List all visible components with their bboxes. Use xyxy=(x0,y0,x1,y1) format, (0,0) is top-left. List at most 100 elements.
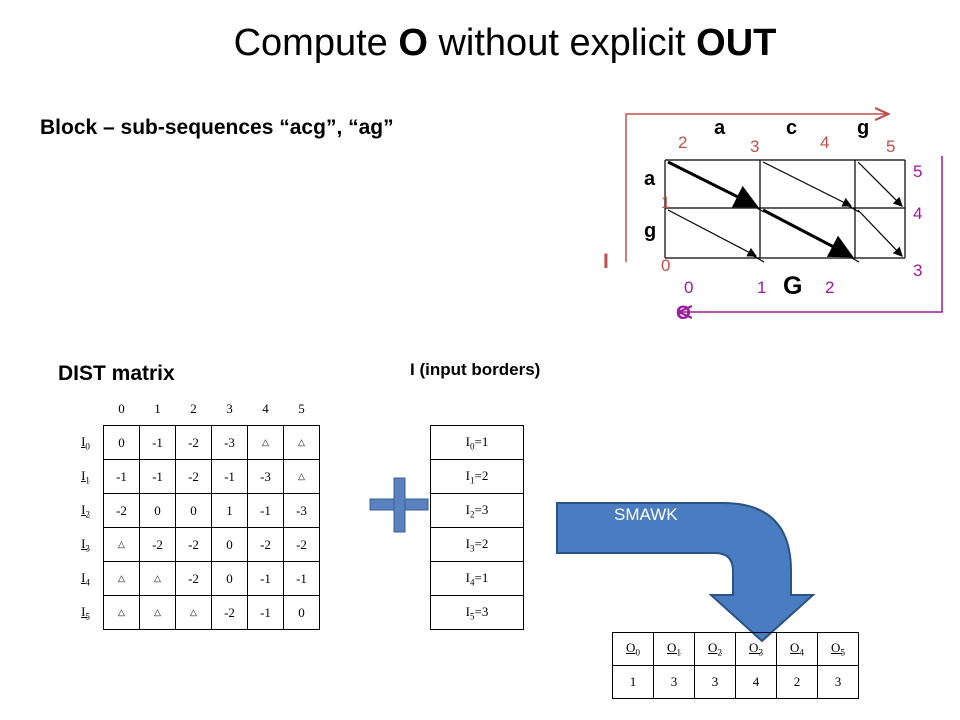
table-cell: △ xyxy=(175,595,212,630)
grid-diagonals xyxy=(667,160,903,258)
table-cell: -3 xyxy=(211,425,248,460)
table-row: I3=2 xyxy=(430,527,524,562)
table-cell: 1 xyxy=(612,665,654,699)
smawk-label: SMAWK xyxy=(614,505,678,524)
table-cell: △ xyxy=(139,595,176,630)
table-cell: 0 xyxy=(211,527,248,562)
column-header: 1 xyxy=(154,400,161,416)
table-row: I2=3 xyxy=(430,493,524,528)
block-subtitle: Block – sub-sequences “acg”, “ag” xyxy=(40,116,394,139)
table-cell: 3 xyxy=(694,665,736,699)
table-cell: △ xyxy=(139,561,176,596)
column-header: O2 xyxy=(694,632,736,666)
plus-icon xyxy=(369,477,429,533)
table-cell: I2=3 xyxy=(430,493,524,528)
column-header: O4 xyxy=(776,632,818,666)
table-cell: 0 xyxy=(103,425,140,460)
table-cell: -2 xyxy=(103,493,140,528)
table-row: I5=3 xyxy=(430,595,524,630)
row-header: I2 xyxy=(81,501,90,520)
table-cell: -1 xyxy=(211,459,248,494)
right-index: 3 xyxy=(913,261,923,280)
column-header: O1 xyxy=(653,632,695,666)
row-header: I5 xyxy=(81,603,90,622)
table-cell: -3 xyxy=(247,459,284,494)
table-row: I2 -2 0 0 1 -1 -3 xyxy=(68,493,320,528)
left-index: 0 xyxy=(661,256,671,275)
table-cell: -1 xyxy=(247,595,284,630)
table-cell: I3=2 xyxy=(430,527,524,562)
column-header: O3 xyxy=(735,632,777,666)
top-index: 3 xyxy=(750,137,760,156)
table-cell: △ xyxy=(103,595,140,630)
row-header: I4 xyxy=(81,569,90,588)
output-table: O0 O1 O2 O3 O4 O5 1 3 3 4 2 3 xyxy=(612,632,859,699)
column-header: O0 xyxy=(612,632,654,666)
table-row: I1 -1 -1 -2 -1 -3 △ xyxy=(68,459,320,494)
table-cell: -2 xyxy=(175,425,212,460)
table-cell: 4 xyxy=(735,665,777,699)
input-borders-title: I (input borders) xyxy=(410,360,541,379)
table-row: 0 1 2 3 4 5 xyxy=(68,392,320,426)
column-header: 4 xyxy=(262,400,269,416)
output-border-arrow xyxy=(680,156,943,312)
table-cell: -1 xyxy=(247,493,284,528)
column-header: O5 xyxy=(817,632,859,666)
bottom-index: 1 xyxy=(757,278,767,297)
left-letter-g: g xyxy=(644,220,657,242)
table-cell: -2 xyxy=(139,527,176,562)
input-borders-table: I0=1 I1=2 I2=3 I3=2 I4=1 I5=3 xyxy=(430,425,524,630)
right-index: 4 xyxy=(913,204,923,223)
table-cell: I1=2 xyxy=(430,459,524,494)
table-row: I4=1 xyxy=(430,561,524,596)
table-cell: I0=1 xyxy=(430,425,524,460)
table-cell: -1 xyxy=(139,459,176,494)
table-cell: -2 xyxy=(283,527,320,562)
row-header: I3 xyxy=(81,535,90,554)
right-index: 5 xyxy=(913,162,923,181)
table-cell: 0 xyxy=(139,493,176,528)
row-header: I0 xyxy=(81,433,90,452)
column-header: 2 xyxy=(190,400,197,416)
top-letter-g: g xyxy=(857,117,870,139)
label-O: O xyxy=(676,303,691,324)
table-cell: △ xyxy=(103,527,140,562)
table-cell: 0 xyxy=(175,493,212,528)
table-cell: 1 xyxy=(211,493,248,528)
label-G: G xyxy=(783,272,803,300)
dist-matrix-table: 0 1 2 3 4 5 I0 0 -1 -2 -3 △ △ I1 -1 -1 -… xyxy=(68,392,320,630)
left-letter-a: a xyxy=(644,168,656,190)
table-cell: -2 xyxy=(211,595,248,630)
left-index: 1 xyxy=(661,193,671,212)
table-cell: I5=3 xyxy=(430,595,524,630)
table-cell: 0 xyxy=(211,561,248,596)
table-cell: -1 xyxy=(247,561,284,596)
top-letter-c: c xyxy=(786,117,798,139)
table-cell: -1 xyxy=(139,425,176,460)
grid-lines xyxy=(664,159,906,259)
table-cell: △ xyxy=(283,425,320,460)
table-row: I5 △ △ △ -2 -1 0 xyxy=(68,595,320,630)
table-cell: △ xyxy=(247,425,284,460)
top-index: 5 xyxy=(886,137,896,156)
table-row: I0=1 xyxy=(430,425,524,460)
bottom-index: 2 xyxy=(825,278,835,297)
table-row: 1 3 3 4 2 3 xyxy=(612,665,859,699)
page-title: Compute O without explicit OUT xyxy=(233,22,777,64)
table-cell: I4=1 xyxy=(430,561,524,596)
table-row: I3 △ -2 -2 0 -2 -2 xyxy=(68,527,320,562)
input-border-arrow xyxy=(625,114,887,262)
table-row: O0 O1 O2 O3 O4 O5 xyxy=(612,632,859,666)
table-cell: -2 xyxy=(175,459,212,494)
table-cell: 3 xyxy=(653,665,695,699)
table-cell: 0 xyxy=(283,595,320,630)
table-cell: -3 xyxy=(283,493,320,528)
table-cell: -1 xyxy=(283,561,320,596)
table-row: I0 0 -1 -2 -3 △ △ xyxy=(68,425,320,460)
table-cell: -1 xyxy=(103,459,140,494)
table-cell: 2 xyxy=(776,665,818,699)
table-cell: △ xyxy=(283,459,320,494)
column-header: 0 xyxy=(118,400,125,416)
table-row: I1=2 xyxy=(430,459,524,494)
